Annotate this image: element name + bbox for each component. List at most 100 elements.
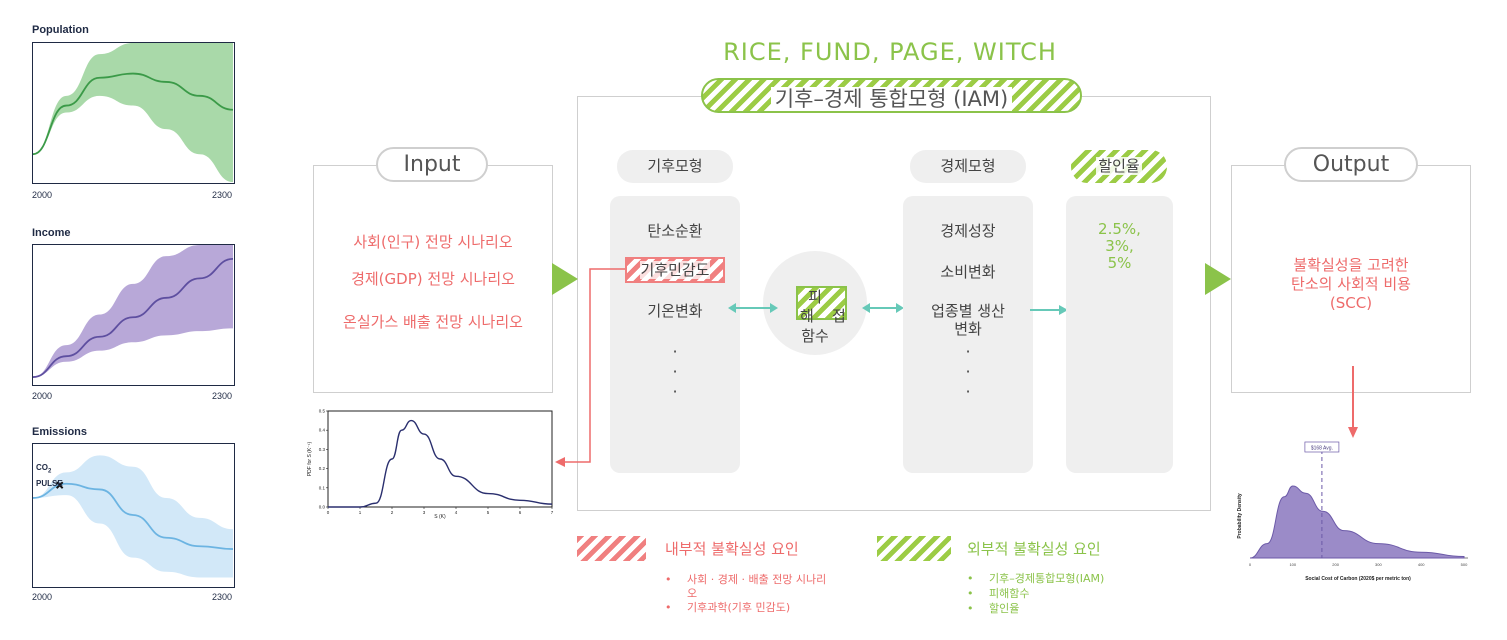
pdf-ytick-label: 0.2 — [319, 466, 326, 471]
population-x-end: 2300 — [212, 190, 233, 200]
scc-xtick-label: 500 — [1461, 562, 1468, 567]
scc-xtick-label: 400 — [1418, 562, 1425, 567]
emissions-chart-svg — [33, 455, 233, 578]
climate-item-temperature: 기온변화 — [647, 302, 703, 320]
population-chart — [32, 42, 235, 184]
scc-density-area — [1249, 485, 1465, 559]
output-arrow-icon — [1205, 263, 1231, 295]
damage-line3: 함수 — [801, 327, 829, 345]
output-pill: Output — [1284, 147, 1418, 182]
economic-dot-1: · — [965, 342, 971, 361]
climate-item-sensitivity: 기후민감도 — [640, 261, 710, 279]
legend-internal-bullet-1-cont: 오 — [665, 587, 826, 601]
scc-xtick-label: 300 — [1375, 562, 1382, 567]
input-item-social: 사회(인구) 전망 시나리오 — [353, 233, 513, 251]
climate-dot-1: · — [672, 342, 678, 361]
double-arrow-right-icon — [862, 303, 904, 313]
damage-line2b: 접 — [832, 307, 846, 325]
input-item-emissions: 온실가스 배출 전망 시나리오 — [343, 313, 523, 331]
emissions-uncertainty-band — [33, 455, 233, 578]
co2-label: CO — [36, 463, 48, 472]
pdf-ylabel: PDF for S (K⁻¹) — [307, 442, 313, 477]
pulse-label: PULSE — [36, 478, 63, 488]
output-line-3: (SCC) — [1329, 294, 1373, 312]
income-chart-title: Income — [32, 227, 71, 239]
output-panel — [1231, 165, 1471, 393]
legend-external-bullets: •기후–경제통합모형(IAM) •피해함수 •할인율 — [967, 571, 1104, 616]
economic-dot-2: · — [965, 362, 971, 381]
output-line-2: 탄소의 사회적 비용 — [1291, 275, 1411, 293]
emissions-chart-title: Emissions — [32, 426, 88, 438]
scc-xtick-label: 100 — [1289, 562, 1296, 567]
climate-model-pill: 기후모형 — [617, 150, 733, 183]
income-uncertainty-band — [33, 245, 233, 378]
economic-dot-3: · — [965, 382, 971, 401]
econ-to-discount-arrow-icon — [1030, 305, 1068, 315]
income-x-start: 2000 — [32, 391, 53, 401]
population-median-line — [33, 72, 233, 156]
income-median-line — [33, 258, 233, 378]
scc-ylabel: Probability Density — [1237, 493, 1243, 539]
scc-xtick-label: 0 — [1249, 562, 1252, 567]
population-chart-title: Population — [32, 24, 89, 36]
legend-internal-label: 내부적 불확실성 요인 — [665, 540, 799, 558]
legend-internal-bullet-1: •사회 · 경제 · 배출 전망 시나리 — [665, 573, 827, 586]
income-x-end: 2300 — [212, 391, 233, 401]
double-arrow-left-icon — [728, 303, 778, 313]
legend-internal-bullet-1-text: 사회 · 경제 · 배출 전망 시나리 — [687, 573, 827, 586]
legend-external-swatch — [877, 536, 951, 561]
emissions-median-line — [33, 482, 233, 550]
scc-xlabel: Social Cost of Carbon (2020$ per metric … — [1305, 576, 1411, 582]
co2-pulse-marker — [55, 481, 64, 489]
scc-xtick-label: 200 — [1332, 562, 1339, 567]
pdf-ytick-label: 0.5 — [319, 409, 326, 414]
economic-model-box — [903, 196, 1033, 473]
co2-subscript: 2 — [48, 468, 52, 475]
pdf-xlabel: S (K) — [434, 514, 446, 520]
input-arrow-icon — [552, 263, 578, 295]
population-chart-svg — [33, 43, 233, 182]
input-item-economy: 경제(GDP) 전망 시나리오 — [351, 270, 515, 288]
pdf-xtick-label: 6 — [519, 510, 522, 515]
co2-pulse-label: CO2 PULSE — [36, 462, 63, 489]
pdf-xtick-label: 4 — [455, 510, 458, 515]
legend-external-bullet-2: •피해함수 — [967, 587, 1030, 600]
output-text: 불확실성을 고려한 탄소의 사회적 비용 (SCC) — [1236, 256, 1466, 313]
pdf-xtick-label: 7 — [551, 510, 554, 515]
pdf-ytick-label: 0.0 — [319, 505, 326, 510]
climate-item-carbon-cycle: 탄소순환 — [647, 222, 703, 240]
legend-internal-bullet-2-text: 기후과학(기후 민감도) — [687, 601, 791, 614]
economic-item-consumption: 소비변화 — [940, 263, 996, 281]
income-chart — [32, 244, 235, 386]
pdf-xtick-label: 2 — [391, 510, 394, 515]
discount-box — [1066, 196, 1173, 473]
pdf-xtick-label: 1 — [359, 510, 362, 515]
legend-internal-bullets: •사회 · 경제 · 배출 전망 시나리 오 •기후과학(기후 민감도) — [665, 573, 826, 615]
pdf-ytick-label: 0.4 — [319, 428, 326, 433]
climate-model-box — [610, 196, 740, 473]
pdf-curve — [328, 419, 553, 508]
legend-internal-bullet-2: •기후과학(기후 민감도) — [665, 601, 791, 614]
discount-pill-label: 할인율 — [1096, 157, 1142, 175]
legend-external-bullet-1: •기후–경제통합모형(IAM) — [967, 572, 1105, 585]
emissions-chart: CO2 PULSE — [32, 443, 235, 588]
iam-pill: 기후–경제 통합모형 (IAM) — [701, 78, 1082, 113]
discount-value-2-5: 2.5%, — [1098, 220, 1141, 238]
pdf-xtick-label: 5 — [487, 510, 490, 515]
discount-values: 2.5%, 3%, 5% — [1066, 221, 1173, 272]
legend-external-bullet-2-text: 피해함수 — [989, 587, 1030, 600]
scc-average-box — [1304, 441, 1340, 453]
damage-line2a: 해 — [800, 307, 814, 325]
sensitivity-to-pdf-arrow-icon — [555, 268, 625, 467]
economic-dots: · · · — [903, 342, 1033, 402]
pdf-xtick-label: 0 — [327, 510, 330, 515]
economic-item-change: 변화 — [954, 320, 982, 338]
output-line-1: 불확실성을 고려한 — [1293, 256, 1409, 274]
discount-value-5: 5% — [1107, 254, 1132, 272]
legend-external-label: 외부적 불확실성 요인 — [967, 540, 1101, 558]
discount-value-3: 3%, — [1105, 237, 1134, 255]
climate-dot-2: · — [672, 362, 678, 381]
emissions-x-start: 2000 — [32, 592, 53, 602]
